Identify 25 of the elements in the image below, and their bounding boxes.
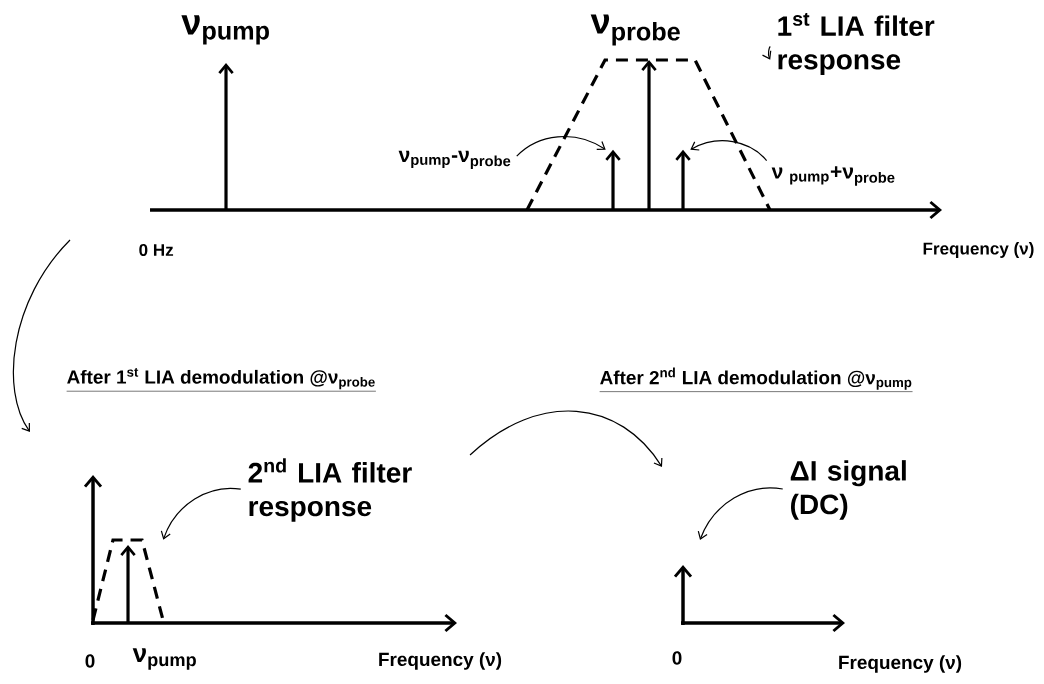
annotation-text: 1$^{st}$ LIA filter response [778, 12, 935, 76]
filter-trapezoid [91, 538, 165, 621]
leader-line [516, 135, 606, 157]
sideband-arrow [675, 149, 691, 211]
frequency-label: ν$_{pump}$ [181, 15, 269, 45]
axis-label: 0 Hz [139, 243, 174, 257]
annotation-text: ν $_{pump}$+ν$_{probe}$ [771, 166, 895, 186]
leader-line [761, 45, 772, 60]
axis-label: 0 [672, 651, 682, 665]
axis-label: ν$_{pump}$ [132, 648, 196, 670]
annotation-text: ΔI signal (DC) [790, 460, 906, 520]
axis-label: Frequency (ν) [923, 242, 1034, 258]
filter-trapezoid [525, 58, 772, 211]
section-heading: After 2$^{nd}$ LIA demodulation @ν$_{pump}$ [599, 367, 913, 392]
axis-label: Frequency (ν) [839, 655, 962, 673]
axis-label: Frequency (ν) [379, 652, 502, 670]
frequency-label: ν$_{probe}$ [590, 14, 680, 46]
annotation-text: 2$^{nd}$ LIA filter response [248, 458, 412, 522]
annotation-text: ν$_{pump}$-ν$_{probe}$ [398, 150, 511, 170]
section-heading: After 1$^{st}$ LIA demodulation @ν$_{probe}$ [66, 367, 377, 392]
leader-line [690, 140, 768, 162]
axis-label: 0 [85, 654, 95, 668]
sideband-arrow [605, 149, 621, 211]
leader-line [697, 487, 784, 540]
leader-line [160, 487, 242, 540]
